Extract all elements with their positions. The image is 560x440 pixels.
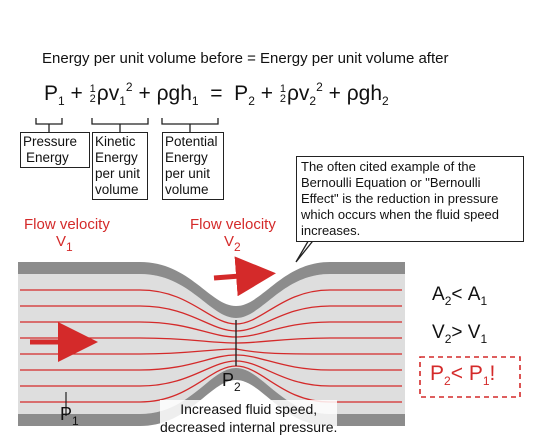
caption: Increased fluid speed, decreased interna… xyxy=(160,400,338,436)
potential-energy-box: Potential Energy per unit volume xyxy=(162,132,224,200)
p-letter: P xyxy=(60,404,73,424)
p-sub: 2 xyxy=(234,380,241,394)
pressure-relation: P2< P1! xyxy=(430,362,495,388)
rel-exclaim: ! xyxy=(489,362,496,385)
area-relation: A2< A1 xyxy=(432,284,487,308)
p2-label: P2 xyxy=(222,370,241,394)
eq-plus: + xyxy=(70,82,83,105)
flow-label-text: Flow velocity xyxy=(190,216,276,233)
eq-p1-sub: 1 xyxy=(58,94,65,108)
pipe-top-wall xyxy=(18,262,405,318)
pipe-interior xyxy=(18,274,405,414)
rel-b: V xyxy=(467,322,481,343)
v-sub: 1 xyxy=(66,240,73,254)
eq-v2-sub: 2 xyxy=(309,94,317,108)
half-num: 1 xyxy=(89,83,96,96)
eq-rho-v2: ρv xyxy=(286,82,310,105)
rel-sub: 1 xyxy=(480,294,488,308)
kinetic-energy-box: Kinetic Energy per unit volume xyxy=(92,132,148,200)
eq-plus: + xyxy=(138,82,151,105)
eq-v1-sub: 1 xyxy=(119,94,126,108)
flow-velocity-1-label: Flow velocity V1 xyxy=(24,216,110,254)
eq-h2-sub: 2 xyxy=(382,94,389,108)
rel-sub: 1 xyxy=(480,332,488,346)
v-sub: 2 xyxy=(234,240,241,254)
p-letter: P xyxy=(222,370,235,390)
eq-equals: = xyxy=(210,82,223,105)
eq-p2-sub: 2 xyxy=(248,94,255,108)
rel-a: V xyxy=(432,322,445,343)
eq-h1-sub: 1 xyxy=(191,94,199,108)
box-line: Energy xyxy=(95,150,138,165)
flow-v1: V1 xyxy=(24,233,110,254)
box-line: Pressure xyxy=(23,134,78,149)
pressure-energy-box: Pressure Energy xyxy=(20,132,90,168)
callout-line: The often cited example of the xyxy=(301,159,476,174)
rel-sub: 2 xyxy=(444,374,451,388)
callout-line: which occurs when the fluid speed xyxy=(301,207,500,222)
eq-plus: + xyxy=(328,82,341,105)
eq-p1: P xyxy=(44,82,59,105)
v-letter: V xyxy=(224,233,235,250)
flow-arrow-throat xyxy=(213,256,276,297)
bernoulli-callout: The often cited example of the Bernoulli… xyxy=(296,156,524,242)
box-line: Potential xyxy=(165,134,218,149)
eq-v1-sup: 2 xyxy=(125,80,133,94)
eq-p2: P xyxy=(234,82,249,105)
box-line: per unit xyxy=(165,166,211,181)
box-line: Energy xyxy=(165,150,208,165)
flow-velocity-2-label: Flow velocity V2 xyxy=(190,216,276,254)
caption-line: decreased internal pressure. xyxy=(160,419,338,435)
rel-sub: 2 xyxy=(444,294,452,308)
rel-b: A xyxy=(467,284,481,305)
box-line: volume xyxy=(165,182,209,197)
box-line: Kinetic xyxy=(95,134,136,149)
rel-sub: 1 xyxy=(482,374,490,388)
callout-line: Effect" is the reduction in pressure xyxy=(301,191,499,206)
rel-a: P xyxy=(430,362,445,385)
pressure-relation-box xyxy=(419,356,521,398)
v-letter: V xyxy=(56,233,67,250)
rel-op: > xyxy=(451,322,463,343)
p1-label: P1 xyxy=(60,404,79,428)
p-sub: 1 xyxy=(72,414,79,428)
half-den: 2 xyxy=(89,93,96,106)
flow-label-text: Flow velocity xyxy=(24,216,110,233)
rel-b: P xyxy=(468,362,483,385)
rel-op: < xyxy=(451,284,463,305)
rel-sub: 2 xyxy=(444,332,452,346)
rel-a: A xyxy=(432,284,445,305)
eq-rho-v1: ρv xyxy=(96,82,120,105)
eq-rho-gh1: ρgh xyxy=(156,82,192,105)
box-line: Energy xyxy=(26,150,69,165)
box-line: per unit xyxy=(95,166,141,181)
heading: Energy per unit volume before = Energy p… xyxy=(42,50,449,67)
callout-line: increases. xyxy=(301,223,361,238)
rel-op: < xyxy=(450,362,463,385)
half-den: 2 xyxy=(279,93,286,106)
flow-v2: V2 xyxy=(190,233,276,254)
half-num: 1 xyxy=(279,83,286,96)
eq-rho-gh2: ρgh xyxy=(346,82,383,105)
caption-line: Increased fluid speed, xyxy=(180,401,318,417)
box-line: volume xyxy=(95,182,139,197)
velocity-relation: V2> V1 xyxy=(432,322,487,346)
callout-line: Bernoulli Equation or "Bernoulli xyxy=(301,175,481,190)
eq-v2-sup: 2 xyxy=(316,80,323,94)
callout-pointer xyxy=(295,231,321,263)
eq-plus: + xyxy=(260,82,273,105)
